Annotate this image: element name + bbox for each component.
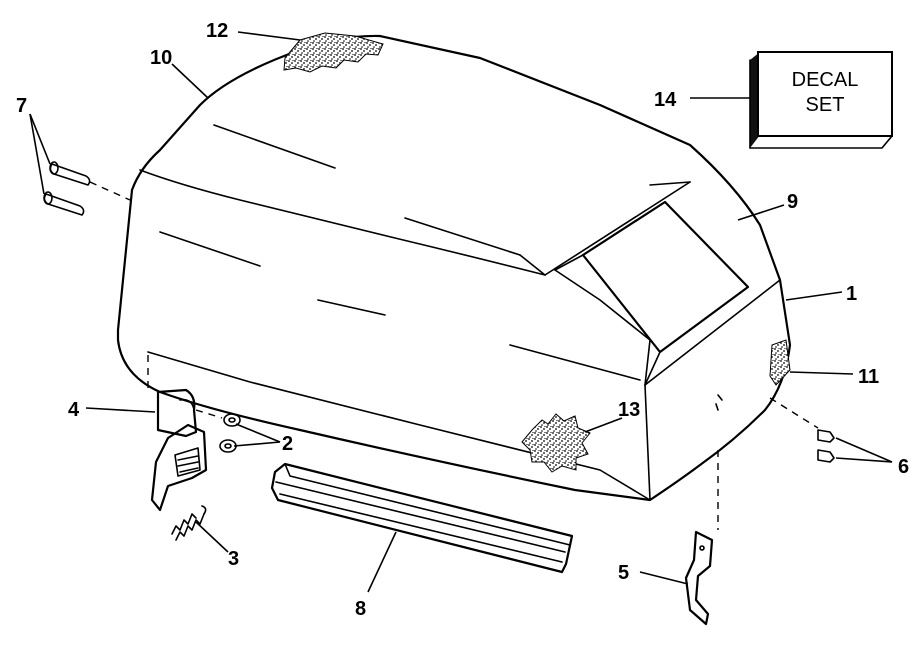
callout-8: 8 [355, 598, 366, 620]
spring-3 [171, 505, 207, 541]
callout-10: 10 [150, 47, 172, 69]
callout-14: 14 [654, 89, 677, 111]
bracket-5 [684, 450, 719, 626]
pins-7 [43, 161, 131, 216]
callout-12: 12 [206, 20, 228, 42]
callout-4: 4 [68, 399, 80, 421]
engine-cover [116, 34, 792, 502]
decal-13-stipple [521, 413, 591, 473]
leader-lines [29, 31, 893, 593]
decal-set-box: DECAL SET [749, 51, 893, 149]
callout-9: 9 [787, 191, 798, 213]
callout-11: 11 [858, 366, 879, 388]
screws-6 [769, 397, 835, 463]
callout-7: 7 [16, 95, 27, 117]
decal-label-line1: DECAL [792, 69, 859, 91]
callout-3: 3 [228, 548, 239, 570]
callout-6: 6 [898, 456, 909, 478]
callout-5: 5 [618, 562, 629, 584]
decal-label-line2: SET [806, 94, 845, 116]
latch-4 [147, 355, 223, 512]
callout-1: 1 [846, 283, 857, 305]
decal-12-stipple [283, 32, 384, 73]
seal-strip-8 [270, 462, 574, 574]
callout-13: 13 [618, 399, 640, 421]
decal-11-stipple [769, 339, 791, 386]
callout-2: 2 [282, 433, 293, 455]
